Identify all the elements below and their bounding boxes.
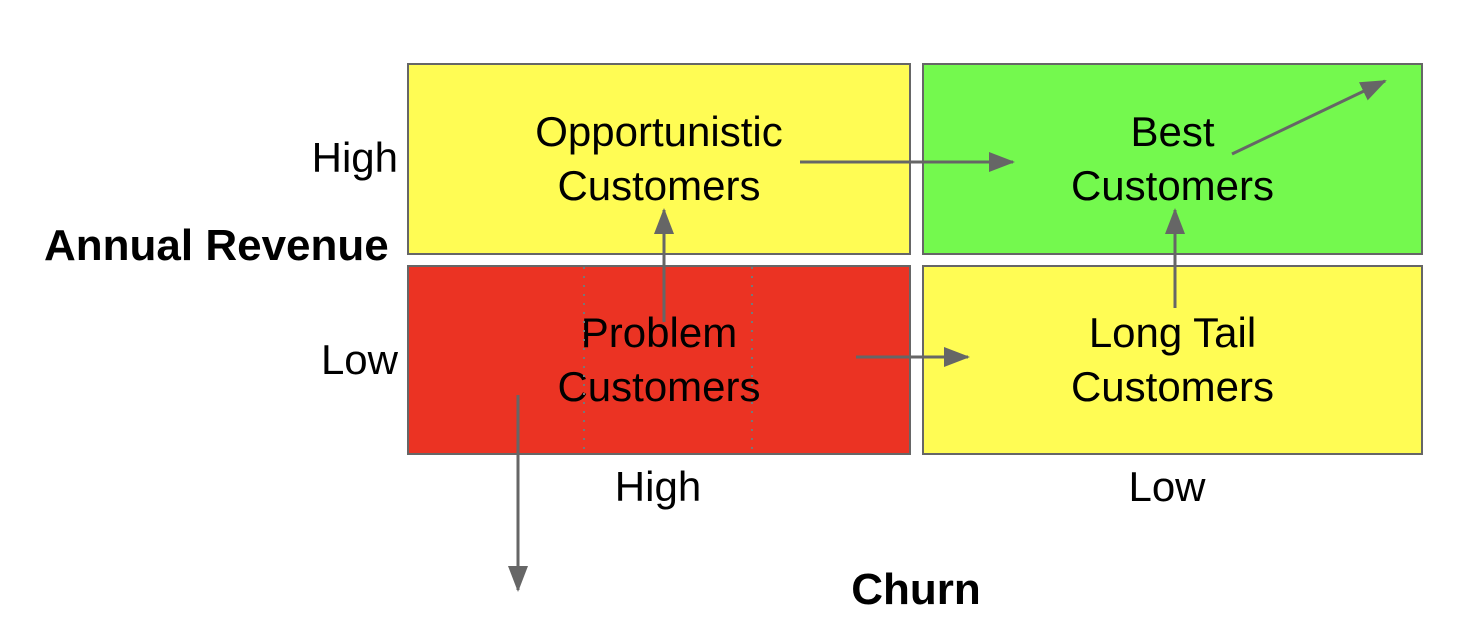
x-axis-tick-high: High: [614, 463, 702, 510]
x-axis-tick-low: Low: [1128, 463, 1206, 510]
quadrant-opportunistic-customers: Opportunistic Customers: [407, 63, 911, 255]
quadrant-label-long-tail: Long Tail Customers: [1070, 309, 1275, 410]
y-axis-tick-low: Low: [320, 336, 398, 383]
x-axis-title: Churn: [851, 565, 981, 614]
quadrant-long-tail-customers: Long Tail Customers: [922, 265, 1423, 455]
y-axis-tick-high: High: [311, 134, 398, 181]
quadrant-problem-customers: Problem Customers: [407, 265, 911, 455]
quadrant-label-best: Best Customers: [1070, 108, 1275, 209]
quadrant-label-opportunistic: Opportunistic Customers: [535, 108, 783, 209]
y-axis-title: Annual Revenue: [44, 221, 389, 270]
quadrant-best-customers: Best Customers: [922, 63, 1423, 255]
quadrant-label-problem: Problem Customers: [557, 309, 761, 410]
